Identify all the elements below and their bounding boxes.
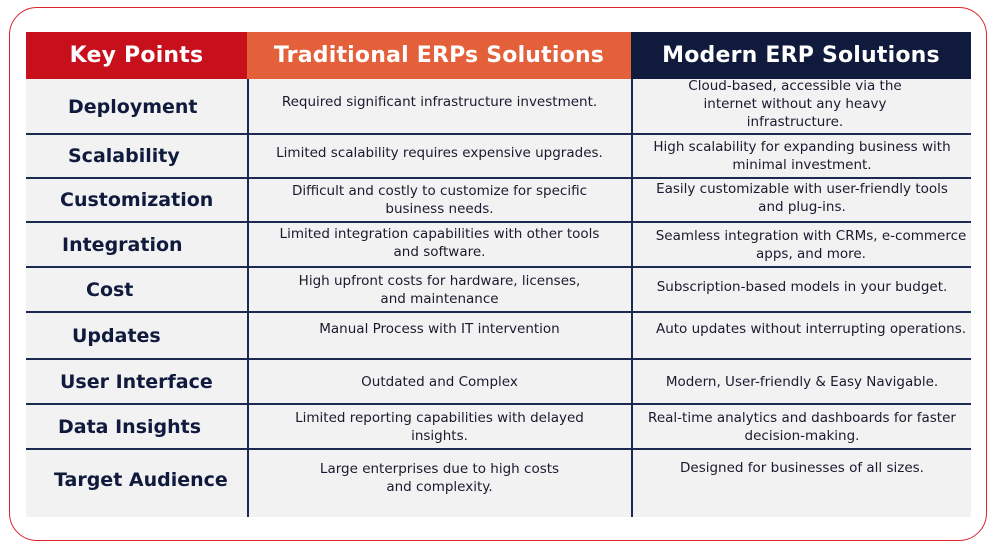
row-divider — [26, 448, 971, 450]
row-traditional-scalability: Limited scalability requires expensive u… — [276, 145, 603, 161]
header-traditional-erp: Traditional ERPs Solutions — [247, 32, 631, 79]
row-modern-integration: Seamless integration with CRMs, e-commer… — [655, 227, 967, 262]
row-traditional-target-audience: Large enterprises due to high costs and … — [319, 461, 560, 495]
row-divider — [26, 266, 971, 268]
column-divider — [631, 79, 633, 517]
header-key-points: Key Points — [26, 32, 247, 79]
row-key-target-audience: Target Audience — [54, 469, 228, 491]
row-traditional-updates: Manual Process with IT intervention — [319, 320, 560, 337]
row-key-user-interface: User Interface — [60, 370, 213, 393]
row-traditional-integration: Limited integration capabilities with ot… — [279, 225, 600, 260]
row-divider — [26, 133, 971, 135]
row-modern-scalability: High scalability for expanding business … — [653, 139, 951, 173]
row-key-scalability: Scalability — [68, 145, 180, 167]
row-key-updates: Updates — [72, 324, 161, 347]
row-traditional-user-interface: Outdated and Complex — [361, 373, 518, 390]
card-frame — [9, 7, 987, 541]
row-traditional-cost: High upfront costs for hardware, license… — [298, 272, 581, 307]
row-modern-cost: Subscription-based models in your budget… — [656, 278, 948, 295]
row-key-cost: Cost — [86, 278, 134, 301]
row-modern-deployment: Cloud-based, accessible via the internet… — [688, 77, 902, 130]
row-key-data-insights: Data Insights — [58, 415, 202, 438]
row-modern-data-insights: Real-time analytics and dashboards for f… — [648, 409, 956, 444]
row-modern-user-interface: Modern, User-friendly & Easy Navigable. — [665, 373, 939, 390]
row-key-customization: Customization — [60, 189, 214, 211]
row-divider — [26, 221, 971, 223]
row-key-integration: Integration — [62, 233, 183, 256]
row-traditional-deployment: Required significant infrastructure inve… — [281, 93, 598, 110]
row-key-deployment: Deployment — [68, 95, 198, 118]
row-traditional-data-insights: Limited reporting capabilities with dela… — [295, 409, 584, 444]
row-modern-target-audience: Designed for businesses of all sizes. — [680, 460, 924, 476]
row-divider — [26, 177, 971, 179]
row-traditional-customization: Difficult and costly to customize for sp… — [291, 183, 588, 217]
column-divider — [247, 79, 249, 517]
comparison-table: Key Points Traditional ERPs Solutions Mo… — [26, 32, 971, 517]
row-modern-updates: Auto updates without interrupting operat… — [655, 320, 967, 337]
row-divider — [26, 311, 971, 313]
header-modern-erp: Modern ERP Solutions — [631, 32, 971, 79]
row-divider — [26, 358, 971, 360]
row-modern-customization: Easily customizable with user-friendly t… — [656, 181, 948, 215]
row-divider — [26, 403, 971, 405]
